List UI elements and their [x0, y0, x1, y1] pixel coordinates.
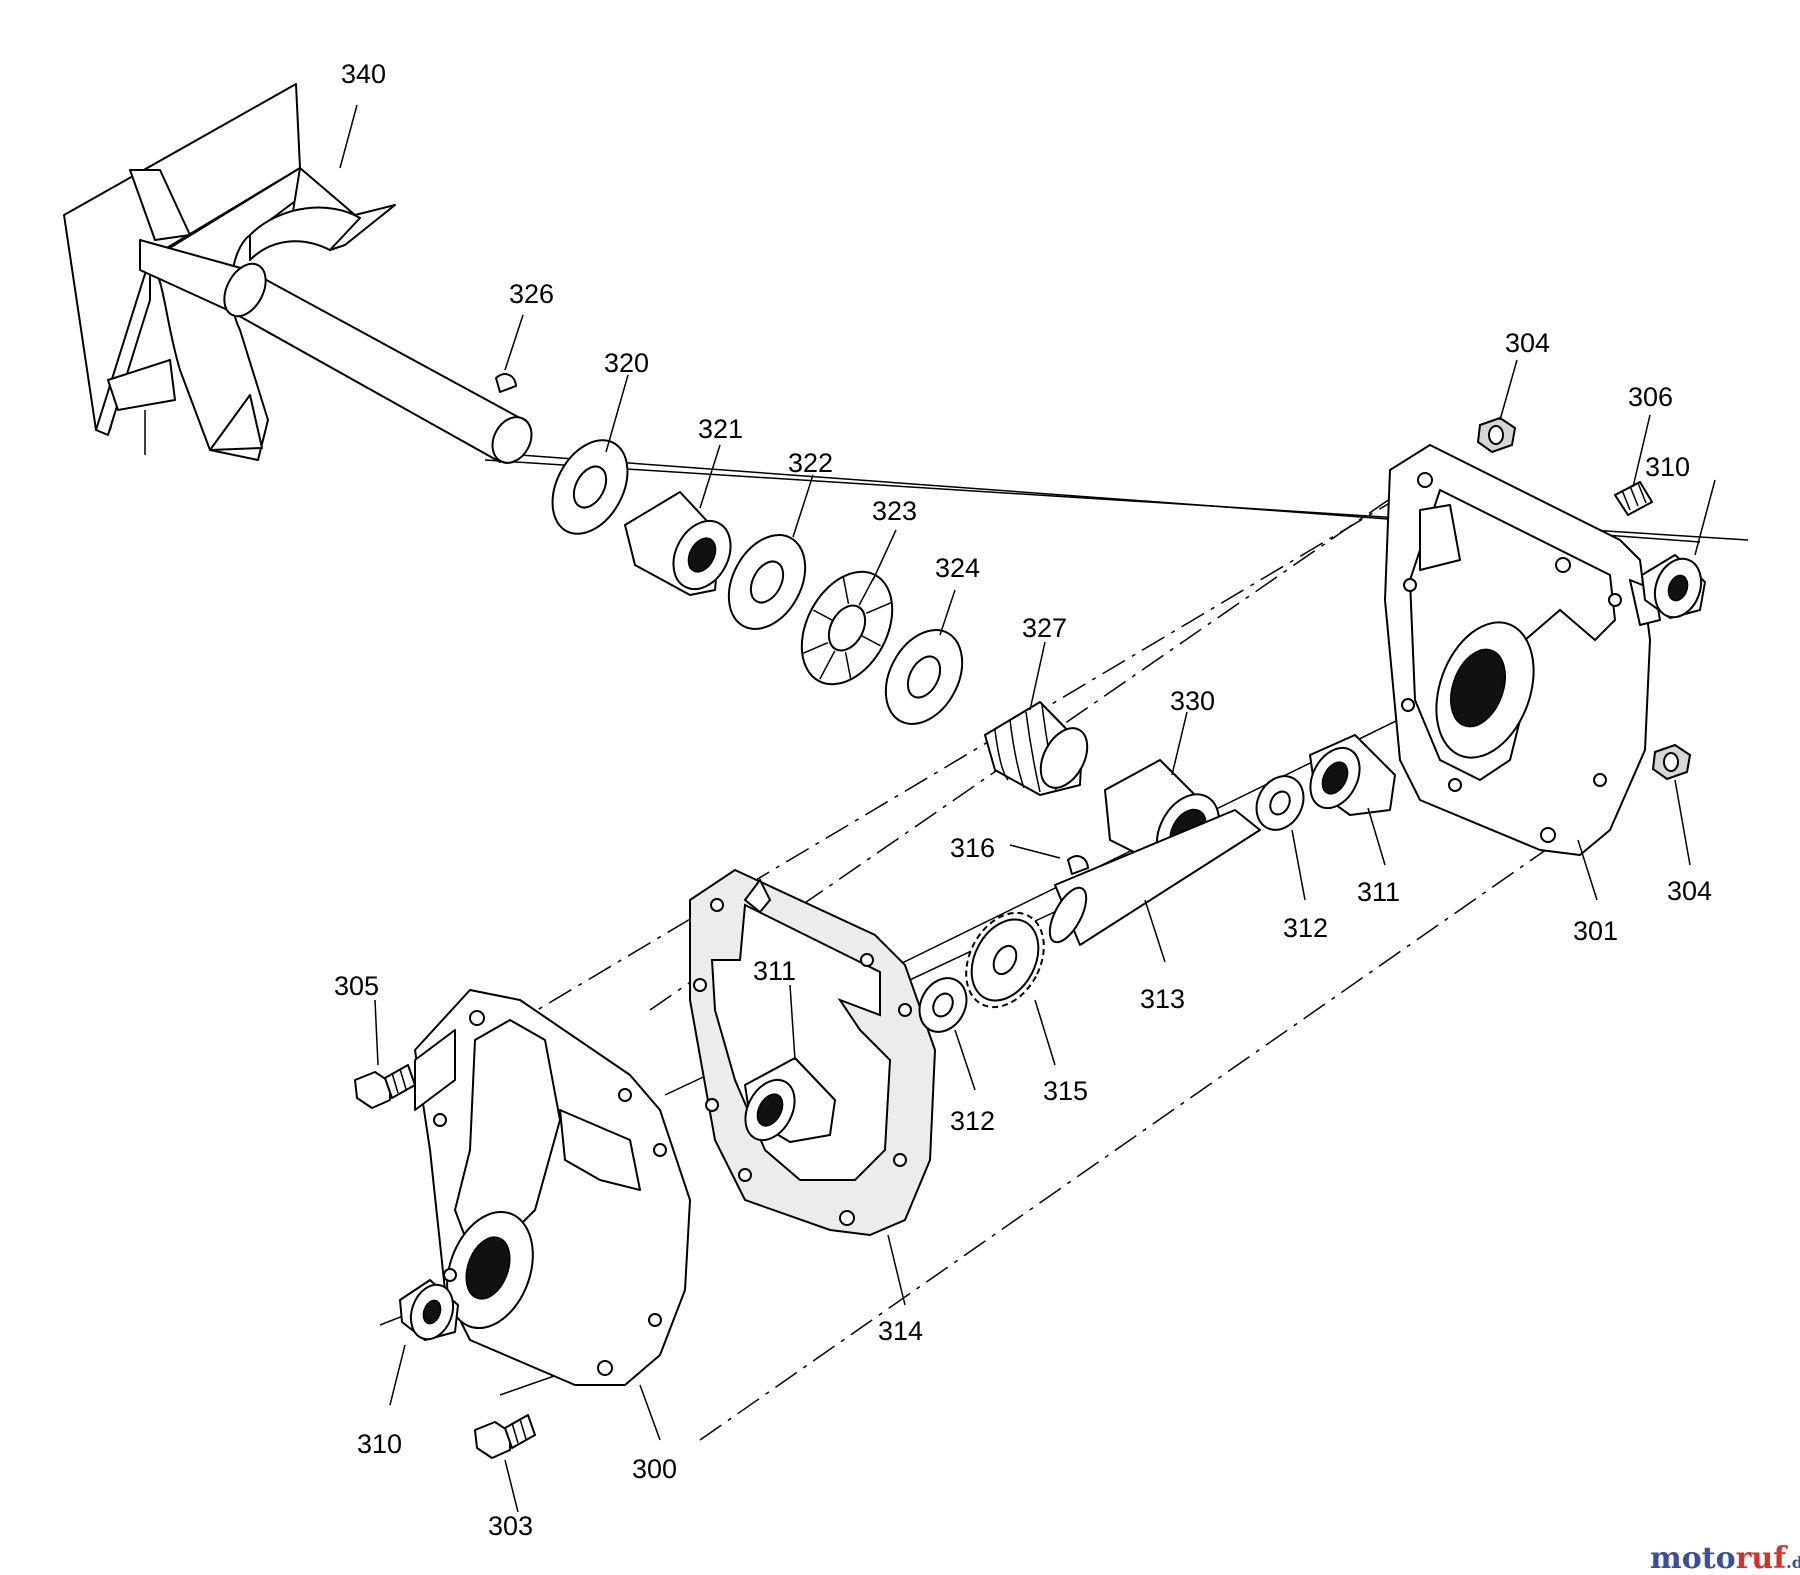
gear-housing-301	[1384, 444, 1661, 856]
label-330: 330	[1170, 686, 1215, 716]
watermark-brand-b: ruf	[1736, 1541, 1789, 1575]
hex-nut-304-upper	[1476, 416, 1517, 454]
leader-lines	[339, 104, 1716, 1513]
label-304-lower: 304	[1667, 876, 1712, 906]
impeller-assembly-340	[63, 83, 533, 464]
woodruff-key-326	[495, 373, 517, 393]
oil-seal-310-upper	[1641, 554, 1706, 619]
label-321: 321	[698, 414, 743, 444]
set-screw-306	[1614, 481, 1653, 516]
part-labels: 340 326 320 321 322 323 324 327 330 304 …	[334, 59, 1712, 1541]
bushing-311-upper	[1309, 734, 1396, 816]
shaft-313	[1048, 809, 1261, 946]
label-340: 340	[341, 59, 386, 89]
watermark-suffix: .de	[1786, 1553, 1800, 1572]
label-315: 315	[1043, 1076, 1088, 1106]
woodruff-key-316	[1067, 855, 1089, 875]
label-314: 314	[878, 1316, 923, 1346]
label-306: 306	[1628, 382, 1673, 412]
bolt-303	[474, 1414, 536, 1459]
label-311-lower: 311	[753, 956, 796, 986]
label-312-upper: 312	[1283, 913, 1328, 943]
label-312-lower: 312	[950, 1106, 995, 1136]
label-304-upper: 304	[1505, 328, 1550, 358]
thrust-bearing-323	[800, 570, 894, 686]
label-316: 316	[950, 833, 995, 863]
label-322: 322	[788, 448, 833, 478]
washer-322	[727, 534, 807, 630]
label-310-lower: 310	[357, 1429, 402, 1459]
gasket-314	[689, 868, 937, 1237]
label-301: 301	[1573, 916, 1618, 946]
worm-gear-327	[984, 701, 1089, 796]
label-311-upper: 311	[1357, 877, 1400, 907]
watermark-logo: motoruf.de	[1650, 1541, 1800, 1575]
washer-312-upper	[1255, 775, 1305, 831]
washer-320	[551, 439, 629, 535]
washer-324	[884, 629, 964, 725]
label-327: 327	[1022, 613, 1067, 643]
label-320: 320	[604, 348, 649, 378]
label-305: 305	[334, 971, 379, 1001]
washer-312-lower	[918, 977, 968, 1033]
watermark-brand-a: moto	[1650, 1541, 1736, 1575]
bearing-321	[624, 491, 732, 596]
hex-nut-304-lower	[1651, 743, 1692, 781]
spur-gear-315	[965, 911, 1045, 1009]
bushing-311-lower	[744, 1057, 836, 1143]
bolt-305	[354, 1064, 416, 1109]
label-313: 313	[1140, 984, 1185, 1014]
label-310-upper: 310	[1645, 452, 1690, 482]
label-323: 323	[872, 496, 917, 526]
label-326: 326	[509, 279, 554, 309]
label-300: 300	[632, 1454, 677, 1484]
oil-seal-310-lower	[399, 1279, 459, 1341]
label-303: 303	[488, 1511, 533, 1541]
label-324: 324	[935, 553, 980, 583]
